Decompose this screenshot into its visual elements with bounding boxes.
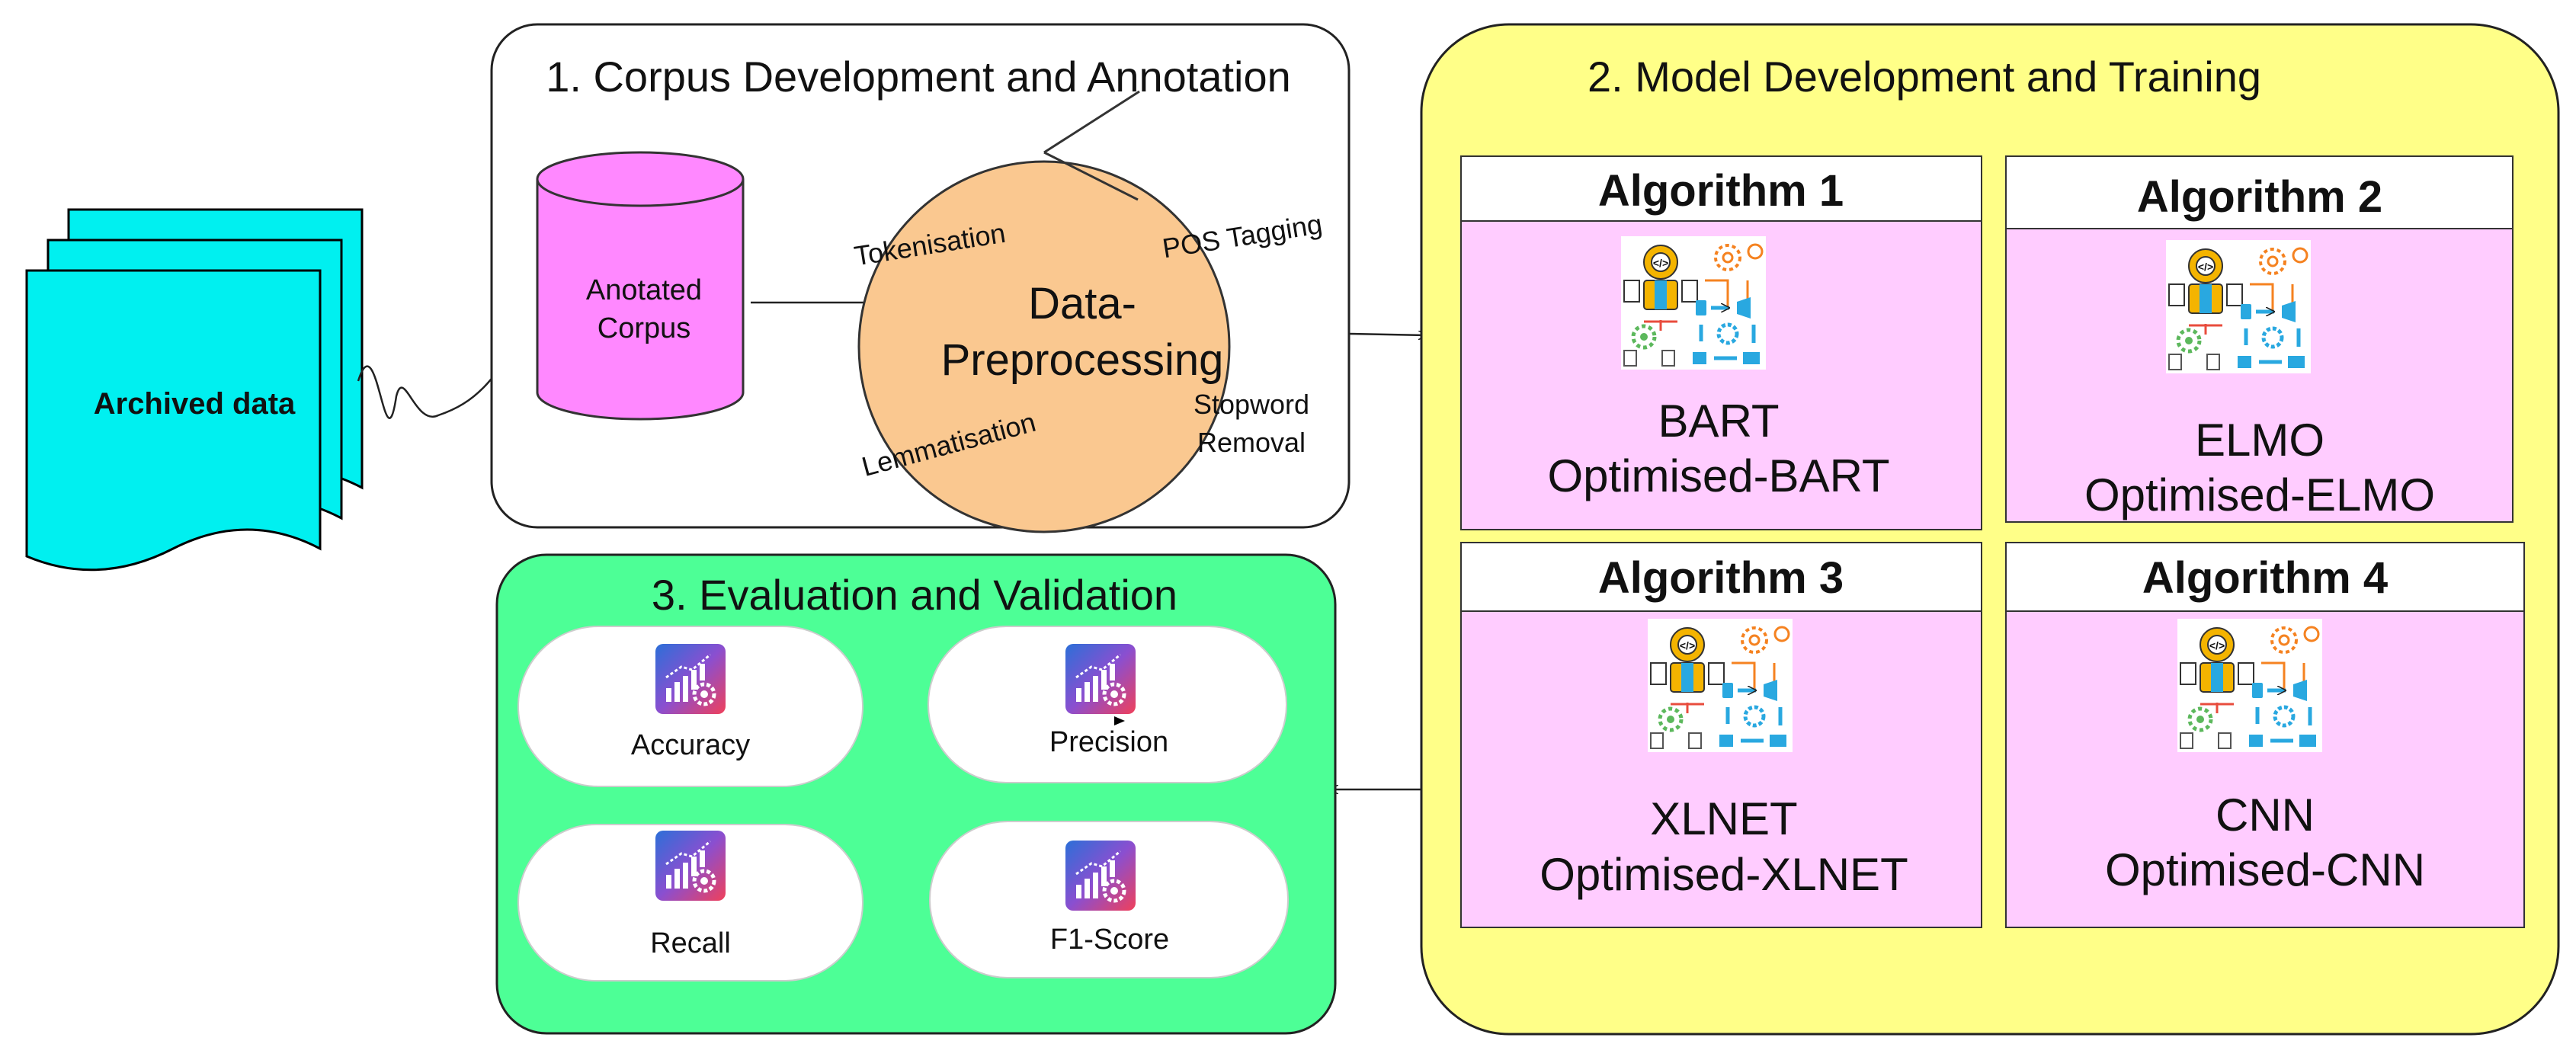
algorithm-2-title: Algorithm 2 [2137, 172, 2382, 222]
metric-precision-label: Precision [1049, 726, 1168, 758]
evaluation-panel: 3. Evaluation and Validation Accuracy Pr… [495, 553, 1337, 1035]
workflow-gear-icon [1621, 236, 1766, 370]
evaluation-panel-title: 3. Evaluation and Validation [652, 571, 1177, 619]
data-preprocessing-circle: Data- Preprocessing Tokenisation POS Tag… [852, 90, 1325, 533]
metric-f1-score-label: F1-Score [1050, 924, 1169, 956]
algorithm-3-optimised: Optimised-XLNET [1540, 849, 1908, 900]
algorithm-4-model: CNN [2216, 789, 2315, 841]
metric-accuracy-label: Accuracy [631, 729, 750, 761]
algorithm-3-model: XLNET [1650, 793, 1797, 844]
step-stopword-line2: Removal [1197, 427, 1306, 458]
preprocessing-label-line1: Data- [1028, 279, 1136, 328]
workflow-gear-icon [2166, 240, 2311, 373]
corpus-to-model-arrow [1348, 334, 1427, 335]
corpus-panel-title: 1. Corpus Development and Annotation [546, 53, 1291, 101]
algorithm-1-optimised: Optimised-BART [1547, 450, 1889, 501]
preprocessing-label-line2: Preprocessing [941, 335, 1224, 385]
metric-card-accuracy: Accuracy [517, 626, 863, 787]
corpus-panel: 1. Corpus Development and Annotation Ano… [490, 23, 1350, 533]
archived-to-corpus-connector [357, 293, 538, 419]
metric-card-f1-score: F1-Score [929, 821, 1289, 978]
algorithm-card-3: Algorithm 3 XLNET Optimised-XLNET [1460, 542, 1982, 928]
analytics-gear-icon [655, 644, 726, 714]
workflow-gear-icon [1648, 619, 1793, 752]
model-panel-title: 2. Model Development and Training [1588, 53, 2261, 101]
analytics-gear-icon [1065, 644, 1136, 714]
metric-recall-label: Recall [650, 927, 731, 959]
metric-card-precision: Precision [928, 626, 1287, 783]
database-label-line1: Anotated [586, 274, 702, 306]
archived-data-stack: Archived data [25, 208, 364, 572]
algorithm-4-optimised: Optimised-CNN [2105, 844, 2425, 895]
database-label-line2: Corpus [598, 312, 691, 344]
algorithm-2-model: ELMO [2195, 415, 2324, 466]
algorithm-1-model: BART [1658, 395, 1780, 447]
step-stopword-line1: Stopword [1193, 389, 1309, 420]
algorithm-1-title: Algorithm 1 [1598, 166, 1844, 216]
metric-card-recall: Recall [517, 824, 863, 982]
algorithm-4-title: Algorithm 4 [2142, 553, 2388, 603]
archived-data-label: Archived data [94, 387, 296, 421]
workflow-gear-icon [2177, 619, 2322, 752]
analytics-gear-icon [655, 831, 726, 901]
algorithm-2-optimised: Optimised-ELMO [2084, 469, 2435, 520]
algorithm-3-title: Algorithm 3 [1598, 553, 1844, 603]
algorithm-card-1: Algorithm 1 BART Optimised-BART [1460, 155, 1982, 530]
algorithm-card-2: Algorithm 2 ELMO Optimised-ELMO [2005, 155, 2514, 523]
algorithm-card-4: Algorithm 4 CNN Optimised-CNN [2005, 542, 2525, 928]
annotated-corpus-database: Anotated Corpus [536, 151, 745, 421]
analytics-gear-icon [1065, 841, 1136, 911]
model-panel: 2. Model Development and Training Algori… [1420, 23, 2560, 1036]
